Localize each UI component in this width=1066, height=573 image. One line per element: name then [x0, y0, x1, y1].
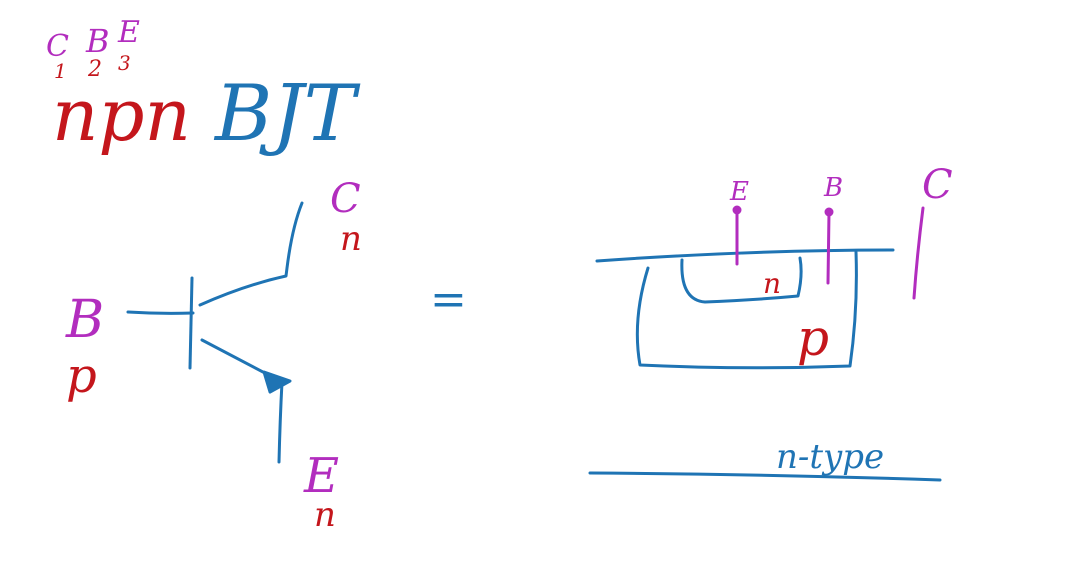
equals-sign: =	[430, 274, 467, 325]
substrate-label: n-type	[776, 437, 884, 477]
base-letter: B	[65, 290, 104, 350]
pin-letter-e: E	[117, 15, 140, 50]
emitter-letter: E	[303, 448, 339, 504]
emitter-region-label: n	[763, 267, 781, 300]
collector-terminal-lead	[912, 206, 925, 300]
base-lead	[126, 310, 195, 315]
emitter-terminal-dot	[732, 205, 742, 215]
collector-letter: C	[330, 176, 361, 222]
substrate-line	[588, 471, 942, 482]
base-terminal-lead	[826, 210, 831, 285]
emitter-doping: n	[314, 495, 336, 535]
cross-section	[588, 205, 942, 482]
collector-lead	[198, 201, 304, 307]
pin-order-group: C B E 1 2 3	[46, 15, 140, 83]
base-doping: p	[66, 348, 97, 404]
title-label: BJT	[213, 69, 361, 159]
collector-doping: n	[340, 219, 362, 259]
base-region-label: p	[797, 309, 829, 367]
base-bar	[188, 276, 194, 370]
surface-line	[595, 248, 895, 263]
pin-letter-b: B	[85, 22, 110, 60]
pin-number-2: 2	[87, 57, 102, 82]
emitter-arrow	[262, 370, 292, 394]
pin-letter-c: C	[46, 29, 69, 64]
terminal-label-c: C	[922, 162, 953, 208]
base-well	[635, 250, 858, 370]
terminal-label-b: B	[823, 173, 843, 203]
terminal-label-e: E	[729, 177, 749, 207]
bjt-symbol	[126, 201, 304, 464]
pin-number-1: 1	[54, 59, 67, 83]
emitter-well	[680, 256, 803, 304]
base-terminal-dot	[824, 207, 834, 217]
emitter-lead	[200, 338, 284, 464]
pin-number-3: 3	[118, 51, 131, 75]
transistor-type-label: npn	[52, 73, 191, 157]
